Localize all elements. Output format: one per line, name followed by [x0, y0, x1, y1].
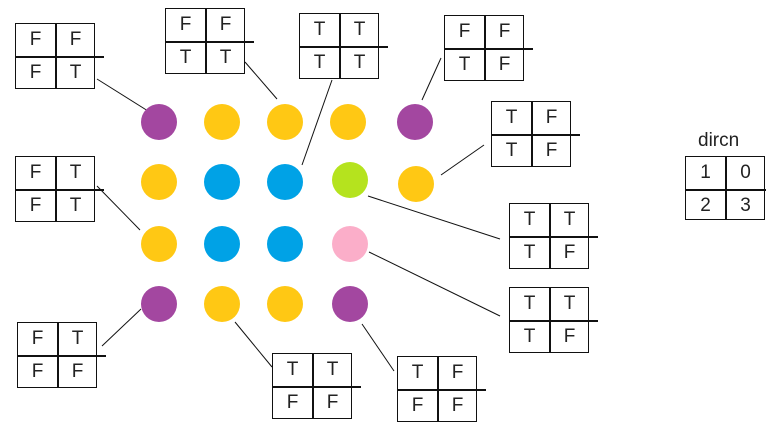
- table-cell: F: [326, 392, 339, 413]
- legend-title: dircn: [698, 130, 740, 151]
- dot-r2-c0: [141, 226, 177, 262]
- connector-line-t4: [440, 144, 485, 176]
- table-cell: T: [313, 19, 326, 40]
- direction-legend-table: 1 0 2 3: [685, 156, 766, 220]
- truth-table-t3: F F T F: [444, 15, 533, 81]
- table-cell: T: [326, 359, 339, 380]
- table-cell: F: [29, 62, 42, 83]
- truth-table-t5: F T F T: [15, 156, 104, 222]
- legend-cell: 2: [700, 195, 711, 216]
- dot-r0-c1: [204, 104, 240, 140]
- table-cell: T: [505, 140, 518, 161]
- table-cell: F: [31, 361, 44, 382]
- dot-r2-c2: [267, 226, 303, 262]
- table-cell: T: [523, 242, 536, 263]
- table-cell: F: [451, 395, 464, 416]
- truth-table-t6: T T T F: [509, 203, 598, 269]
- dot-r0-c3: [330, 104, 366, 140]
- table-cell: T: [353, 19, 366, 40]
- connector-line-t2: [301, 79, 333, 166]
- table-cell: F: [411, 395, 424, 416]
- table-cell: F: [29, 195, 42, 216]
- connector-line-t9: [234, 321, 273, 368]
- table-cell: F: [458, 21, 471, 42]
- table-cell: F: [179, 14, 192, 35]
- table-cell: F: [545, 140, 558, 161]
- connector-line-t3: [421, 57, 442, 101]
- dot-r3-c1: [204, 286, 240, 322]
- table-cell: F: [563, 242, 576, 263]
- truth-table-t4: T F T F: [491, 101, 580, 167]
- legend-cell: 0: [740, 162, 751, 183]
- table-cell: F: [69, 29, 82, 50]
- dot-r1-c3: [332, 162, 368, 198]
- dot-r1-c2: [267, 164, 303, 200]
- connector-line-t7: [368, 251, 501, 317]
- truth-table-t7: T T T F: [509, 287, 598, 353]
- truth-table-t0: F F F T: [15, 23, 104, 89]
- table-cell: T: [71, 328, 84, 349]
- connector-line-t5: [96, 185, 141, 231]
- table-cell: T: [69, 62, 82, 83]
- table-cell: F: [286, 392, 299, 413]
- table-cell: T: [523, 293, 536, 314]
- truth-table-t8: F T F F: [17, 322, 106, 388]
- legend-cell: 1: [700, 162, 711, 183]
- dot-r1-c4: [398, 166, 434, 202]
- dot-r2-c3: [332, 226, 368, 262]
- truth-table-t10: T F F F: [397, 356, 486, 422]
- dot-r1-c0: [141, 164, 177, 200]
- legend-cell: 3: [740, 195, 751, 216]
- table-cell: F: [71, 361, 84, 382]
- table-cell: T: [353, 52, 366, 73]
- table-cell: F: [563, 326, 576, 347]
- table-cell: F: [219, 14, 232, 35]
- dot-r1-c1: [204, 164, 240, 200]
- table-cell: T: [411, 362, 424, 383]
- table-cell: T: [69, 162, 82, 183]
- dot-r2-c1: [204, 226, 240, 262]
- connector-line-t1: [244, 61, 278, 100]
- table-cell: T: [563, 209, 576, 230]
- table-cell: F: [498, 54, 511, 75]
- dot-r0-c2: [267, 104, 303, 140]
- table-cell: T: [219, 47, 232, 68]
- truth-table-t1: F F T T: [165, 8, 254, 74]
- table-cell: F: [545, 107, 558, 128]
- connector-line-t0: [96, 78, 149, 112]
- table-cell: T: [458, 54, 471, 75]
- dot-r0-c0: [141, 104, 177, 140]
- dot-r3-c0: [141, 286, 177, 322]
- truth-table-t9: T T F F: [272, 353, 361, 419]
- table-cell: T: [286, 359, 299, 380]
- table-cell: T: [179, 47, 192, 68]
- dot-r3-c3: [332, 286, 368, 322]
- table-cell: F: [31, 328, 44, 349]
- dot-r0-c4: [397, 104, 433, 140]
- table-cell: T: [313, 52, 326, 73]
- connector-line-t6: [367, 195, 501, 240]
- table-cell: T: [523, 209, 536, 230]
- table-cell: T: [563, 293, 576, 314]
- dot-r3-c2: [267, 286, 303, 322]
- connector-line-t10: [361, 323, 395, 372]
- table-cell: T: [505, 107, 518, 128]
- connector-line-t8: [101, 308, 142, 347]
- table-cell: T: [69, 195, 82, 216]
- table-cell: T: [523, 326, 536, 347]
- table-cell: F: [29, 29, 42, 50]
- table-cell: F: [29, 162, 42, 183]
- table-cell: F: [451, 362, 464, 383]
- truth-table-t2: T T T T: [299, 13, 388, 79]
- table-cell: F: [498, 21, 511, 42]
